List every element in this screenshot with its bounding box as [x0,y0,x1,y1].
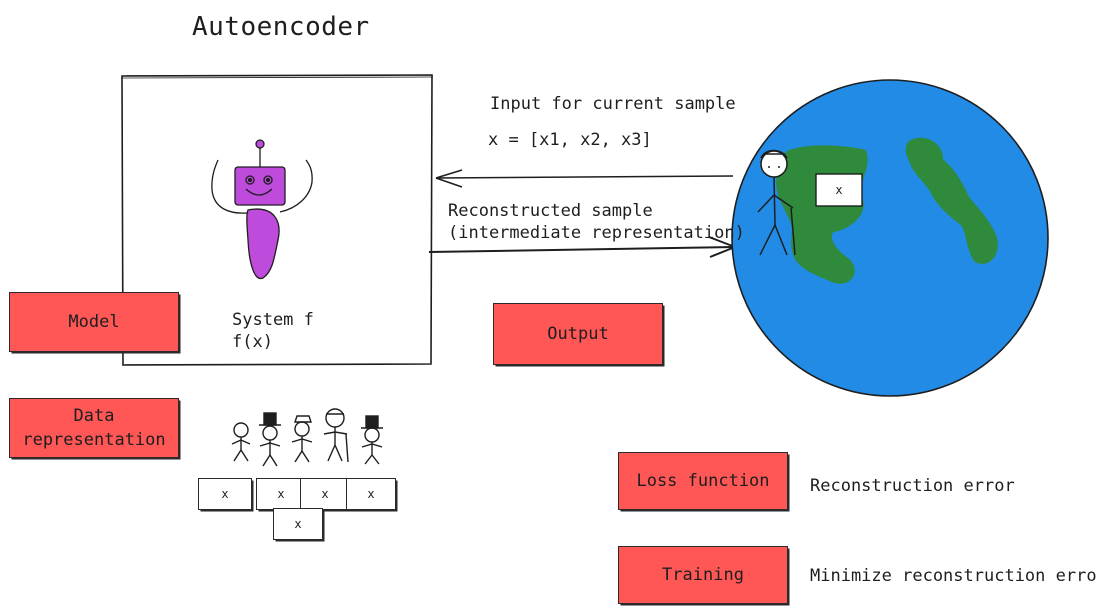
person-icon [757,149,796,256]
loss-description: Reconstruction error [810,476,1015,496]
data-sample-box: x [273,508,323,540]
dataset-people-icon [231,408,383,467]
training-description: Minimize reconstruction error [810,566,1097,586]
sample-card [815,173,863,207]
loss-function-box: Loss function [618,452,788,510]
reconstructed-sublabel: (intermediate representation) [448,223,745,243]
sample-card-marker: x [835,183,843,197]
system-function: f(x) [232,332,273,352]
reconstructed-label: Reconstructed sample [448,201,653,221]
output-box: Output [493,303,663,365]
data-sample-box: x [346,478,396,510]
input-vector: x = [x1, x2, x3] [488,130,652,150]
training-box: Training [618,546,788,604]
reconstruction-arrow [428,236,736,258]
data-representation-box: Data representation [9,398,179,458]
system-box [120,74,434,366]
input-arrow [435,169,734,188]
diagram-title: Autoencoder [192,12,370,42]
model-box: Model [9,292,179,352]
data-sample-box: x [300,478,350,510]
system-name: System f [232,310,314,330]
input-label: Input for current sample [490,94,736,114]
data-sample-box: x [256,478,306,510]
data-sample-box: x [198,478,252,510]
robot-icon [211,139,313,280]
